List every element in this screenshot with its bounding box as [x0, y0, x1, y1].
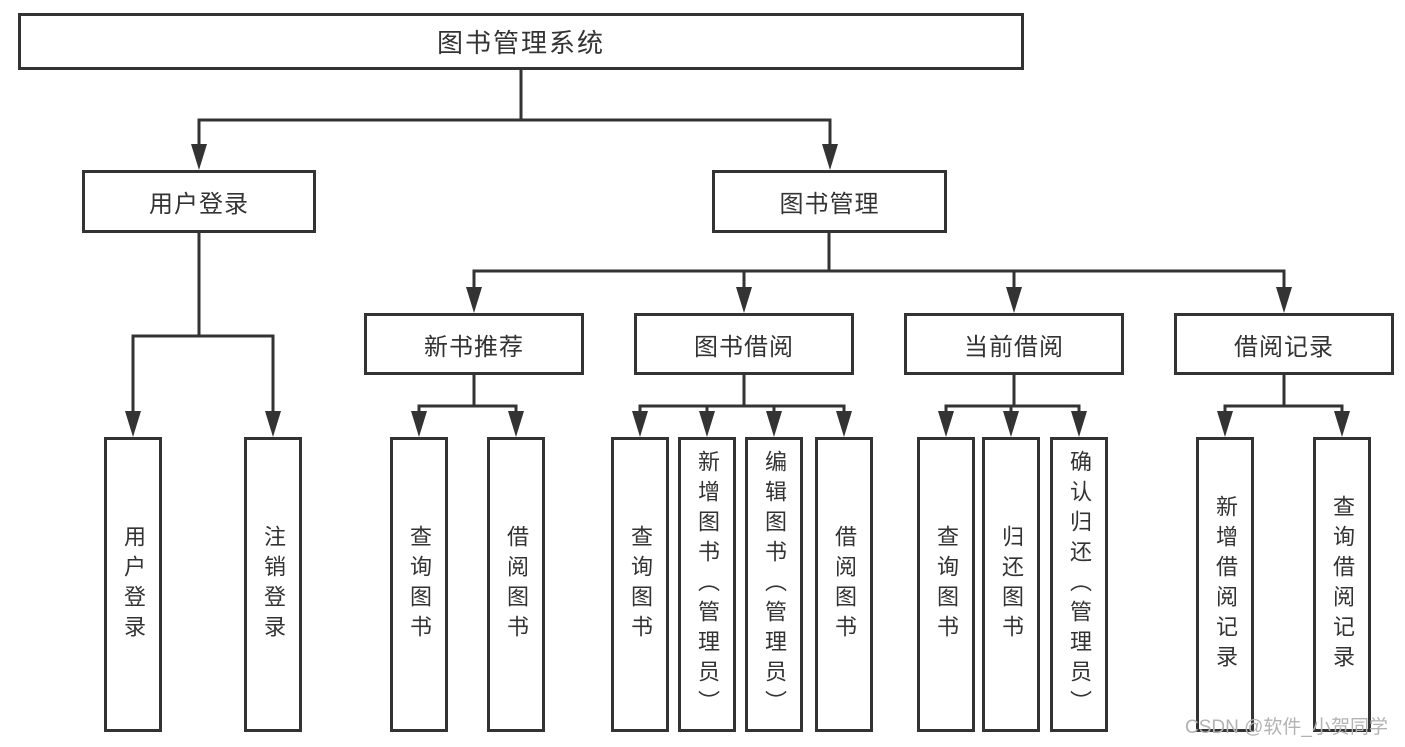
leaf-confirm-return-admin-label: 确认归还（管理员）: [1067, 449, 1092, 720]
connector-user-login-to-children: [125, 233, 281, 437]
leaf-return-book: 归还图书: [982, 437, 1040, 732]
connector-borrow-records-to-children: [1217, 375, 1350, 437]
node-user-login: 用户登录: [82, 170, 316, 233]
connector-current-borrowing-to-children: [938, 375, 1087, 437]
leaf-return-book-label: 归还图书: [999, 524, 1024, 645]
leaf-borrow-books-recommend: 借阅图书: [487, 437, 545, 732]
leaf-query-books-recommend: 查询图书: [390, 437, 448, 732]
node-book-management: 图书管理: [712, 170, 947, 233]
leaf-confirm-return-admin: 确认归还（管理员）: [1050, 437, 1108, 732]
node-new-book-recommendation: 新书推荐: [364, 313, 584, 375]
leaf-add-book-admin-label: 新增图书（管理员）: [695, 449, 720, 720]
leaf-add-borrow-record: 新增借阅记录: [1196, 437, 1254, 732]
leaf-query-books-current-label: 查询图书: [934, 524, 959, 645]
node-borrowing-records: 借阅记录: [1174, 313, 1394, 375]
node-root: 图书管理系统: [18, 13, 1024, 70]
leaf-query-borrow-record-label: 查询借阅记录: [1330, 494, 1355, 675]
leaf-user-login: 用户登录: [104, 437, 162, 732]
leaf-add-book-admin: 新增图书（管理员）: [678, 437, 736, 732]
leaf-query-books-current: 查询图书: [917, 437, 975, 732]
leaf-borrow-books-borrowing: 借阅图书: [815, 437, 873, 732]
leaf-query-books-recommend-label: 查询图书: [407, 524, 432, 645]
leaf-user-login-label: 用户登录: [121, 524, 146, 645]
node-book-management-label: 图书管理: [779, 191, 880, 218]
node-borrowing-records-label: 借阅记录: [1234, 333, 1334, 361]
connector-new-book-to-children: [411, 375, 524, 437]
leaf-edit-book-admin: 编辑图书（管理员）: [745, 437, 803, 732]
leaf-query-books-borrowing: 查询图书: [611, 437, 669, 732]
leaf-add-borrow-record-label: 新增借阅记录: [1213, 494, 1238, 675]
leaf-edit-book-admin-label: 编辑图书（管理员）: [762, 449, 787, 720]
node-current-borrowing-label: 当前借阅: [964, 333, 1064, 361]
leaf-borrow-books-borrowing-label: 借阅图书: [832, 524, 857, 645]
leaf-logout: 注销登录: [244, 437, 302, 732]
leaf-logout-label: 注销登录: [261, 524, 286, 645]
node-book-borrowing: 图书借阅: [634, 313, 854, 375]
leaf-query-borrow-record: 查询借阅记录: [1313, 437, 1371, 732]
node-new-book-recommendation-label: 新书推荐: [424, 333, 524, 361]
connector-book-borrowing-to-children: [632, 375, 852, 437]
leaf-query-books-borrowing-label: 查询图书: [628, 524, 653, 645]
leaf-borrow-books-recommend-label: 借阅图书: [504, 524, 529, 645]
node-current-borrowing: 当前借阅: [904, 313, 1124, 375]
connector-book-management-to-level3: [466, 233, 1292, 313]
connector-root-to-level2: [191, 70, 838, 170]
node-book-borrowing-label: 图书借阅: [694, 333, 794, 361]
watermark: CSDN @软件_小贺同学: [1185, 717, 1388, 738]
node-user-login-label: 用户登录: [149, 191, 249, 218]
node-root-label: 图书管理系统: [436, 28, 605, 58]
